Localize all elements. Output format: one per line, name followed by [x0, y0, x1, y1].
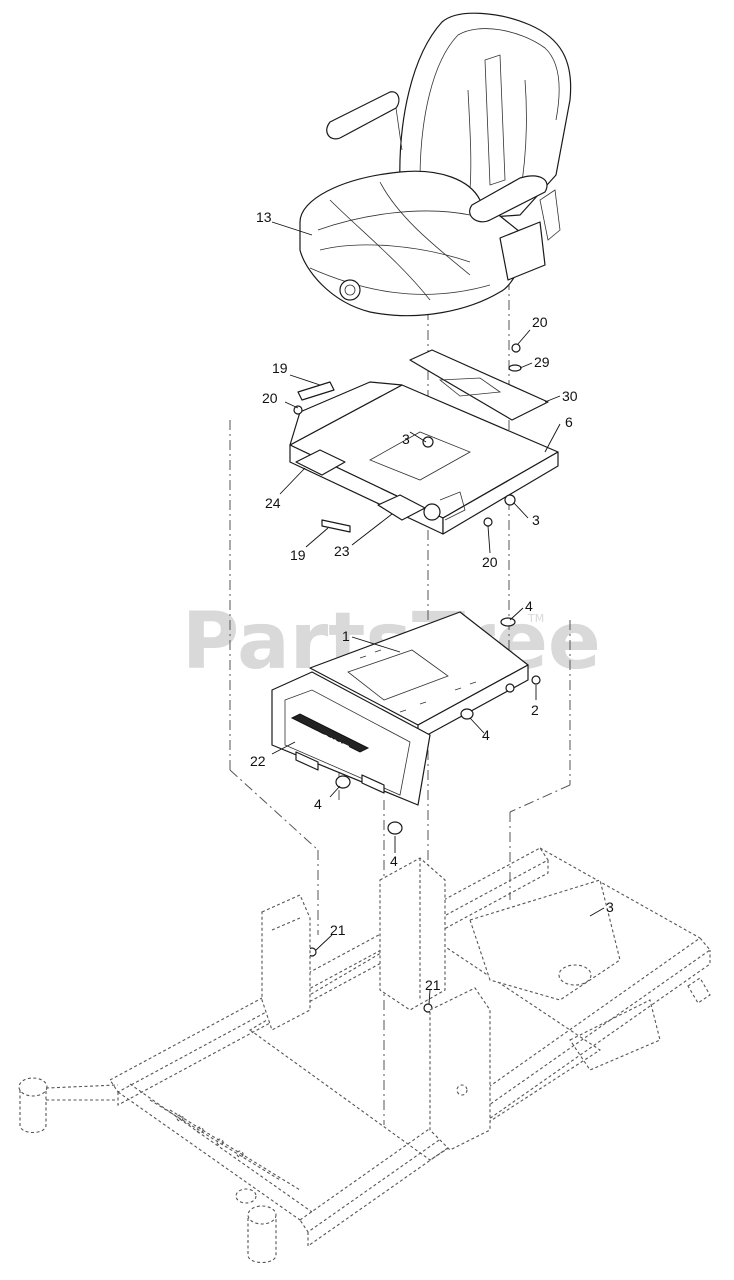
- callout-20: 20: [262, 390, 278, 406]
- callout-3: 3: [606, 899, 614, 915]
- callout-4: 4: [482, 727, 490, 743]
- watermark-trademark: TM: [527, 612, 544, 625]
- callout-1: 1: [342, 628, 350, 644]
- seat-assembly: [299, 12, 572, 317]
- callout-19: 19: [272, 360, 288, 376]
- mower-frame: [18, 847, 711, 1264]
- callout-4: 4: [390, 853, 398, 869]
- seat-pan-hardware: [293, 343, 522, 527]
- callout-labels: 13 20 29 19 20 30 6 3 24 3 19 23 20 4 1 …: [250, 209, 614, 993]
- callout-3: 3: [532, 512, 540, 528]
- leader-lines: [271, 221, 605, 1005]
- callout-4: 4: [525, 598, 533, 614]
- callout-21: 21: [330, 922, 346, 938]
- callout-3: 3: [402, 431, 410, 447]
- callout-4: 4: [314, 796, 322, 812]
- callout-20: 20: [532, 314, 548, 330]
- callout-21: 21: [425, 977, 441, 993]
- seat-mount-plate: [309, 611, 529, 741]
- seat-pan-plate: [289, 349, 559, 535]
- callout-24: 24: [265, 495, 281, 511]
- callout-23: 23: [334, 543, 350, 559]
- front-shroud: RACINE: [271, 671, 431, 806]
- callout-19: 19: [290, 547, 306, 563]
- callout-29: 29: [534, 354, 550, 370]
- callout-2: 2: [531, 702, 539, 718]
- callout-6: 6: [565, 414, 573, 430]
- callout-22: 22: [250, 753, 266, 769]
- callout-20: 20: [482, 554, 498, 570]
- callout-30: 30: [562, 388, 578, 404]
- callout-13: 13: [256, 209, 272, 225]
